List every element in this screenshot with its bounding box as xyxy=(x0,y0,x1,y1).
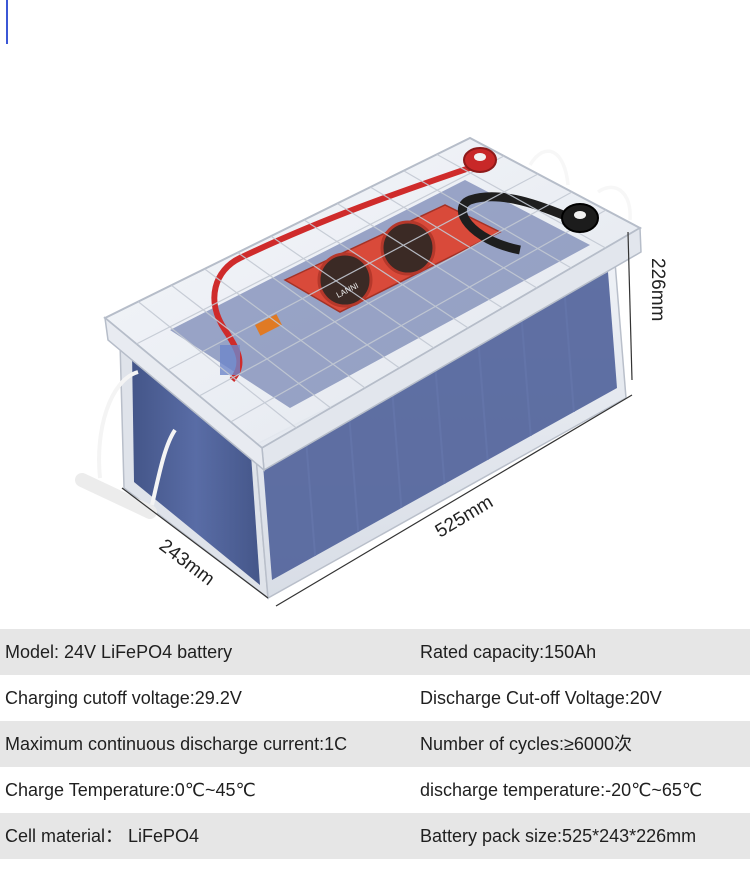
spec-charge-temperature: Charge Temperature:0℃~45℃ xyxy=(5,780,256,800)
negative-terminal-icon xyxy=(561,203,599,233)
spec-row: Charging cutoff voltage:29.2V Discharge … xyxy=(0,675,750,721)
rope-handle-left xyxy=(75,370,177,519)
spec-rated-capacity: Rated capacity:150Ah xyxy=(420,642,597,662)
spec-row: Maximum continuous discharge current:1C … xyxy=(0,721,750,767)
rope-handle-right xyxy=(528,149,632,221)
spec-table: Model: 24V LiFePO4 battery Rated capacit… xyxy=(0,629,750,859)
spec-row: Model: 24V LiFePO4 battery Rated capacit… xyxy=(0,629,750,675)
spec-pack-size: Battery pack size:525*243*226mm xyxy=(420,826,697,846)
lid-grid xyxy=(136,153,607,429)
spec-discharge-temperature: discharge temperature:-20℃~65℃ xyxy=(420,780,703,800)
dimension-height-label: 226mm xyxy=(647,258,668,321)
black-cable xyxy=(457,192,577,255)
positive-terminal-icon xyxy=(463,147,497,173)
spec-charging-cutoff-voltage: Charging cutoff voltage:29.2V xyxy=(5,688,242,708)
battery-product-image: LANNI 226mm 525mm 243mm xyxy=(75,136,668,607)
spec-discharge-cutoff-voltage: Discharge Cut-off Voltage:20V xyxy=(420,688,662,708)
spec-max-discharge-current: Maximum continuous discharge current:1C xyxy=(5,734,348,754)
cell-dividers xyxy=(304,294,575,557)
bms-fan-icon xyxy=(317,252,373,308)
spec-model: Model: 24V LiFePO4 battery xyxy=(5,642,233,662)
accent-line xyxy=(6,0,8,44)
spec-row: Cell material： LiFePO4 Battery pack size… xyxy=(0,813,750,859)
dimension-lines xyxy=(121,231,633,607)
spec-cell-material: Cell material： LiFePO4 xyxy=(5,826,200,846)
spec-row: Charge Temperature:0℃~45℃ discharge temp… xyxy=(0,767,750,813)
spec-cycle-count: Number of cycles:≥6000次 xyxy=(420,734,632,754)
interior: LANNI xyxy=(170,162,590,408)
